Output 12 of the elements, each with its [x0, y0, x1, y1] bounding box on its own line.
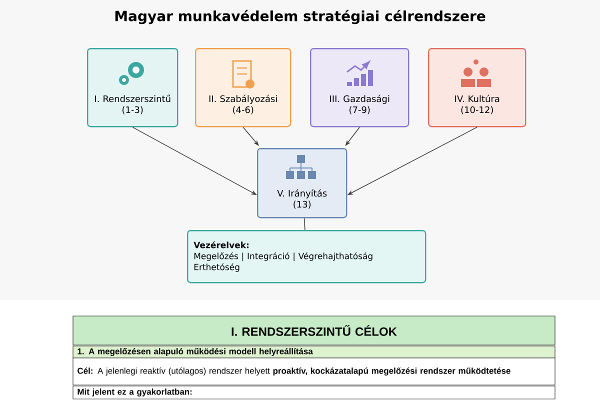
table-cell: 1. A megelőzésen alapuló működési modell helyreállítása [72, 346, 556, 358]
arrow [242, 126, 259, 146]
category-box: I. Rendszerszintű (1-3) [87, 48, 178, 128]
category-box: III. Gazdasági (7-9) [310, 48, 410, 128]
table-cell: Mit jelent ez a gyakorlatban: [72, 386, 556, 400]
category-box: II. Szabályozási (4-6) [195, 48, 292, 128]
connector-line [304, 218, 306, 230]
table-header: I. RENDSZERSZINTŰ CÉLOK [72, 316, 556, 346]
title: Magyar munkavédelem stratégiai célrendszere [115, 10, 486, 24]
principles-box: Vezérelvek: Megelőzés | Integráció | Végrehajthatóság Erthetóség [187, 230, 426, 284]
category-box: V. Irányítás (13) [257, 148, 348, 218]
category-box: IV. Kultúra (10-12) [428, 48, 526, 128]
